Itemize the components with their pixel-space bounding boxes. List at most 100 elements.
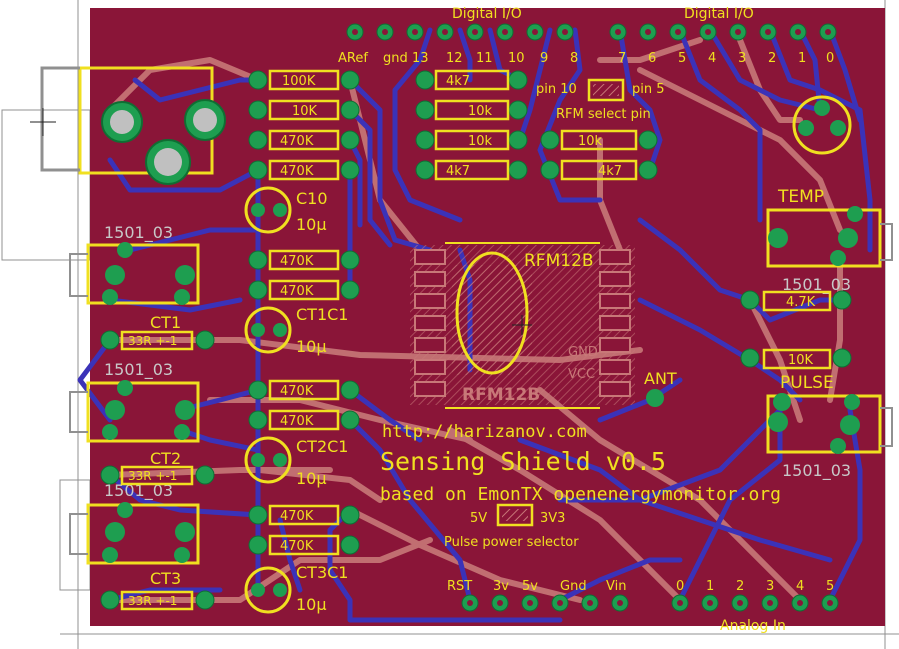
url-text: http://harizanov.com bbox=[382, 422, 587, 442]
res-r1-value: 10k bbox=[578, 134, 603, 149]
analog-in-label: Analog In bbox=[720, 618, 786, 634]
res-m3-value: 10k bbox=[468, 134, 493, 149]
ct3-r2-value: 470K bbox=[280, 539, 314, 554]
digital-io-right-label: Digital I/O bbox=[684, 6, 754, 22]
pin-12-label: 12 bbox=[446, 51, 463, 66]
ct1-label: CT1 bbox=[150, 313, 181, 332]
res-m2-value: 10k bbox=[468, 104, 493, 119]
rfm-gnd-label: GND bbox=[568, 345, 598, 360]
pin-a4-label: 4 bbox=[796, 579, 804, 594]
top-copper-traces bbox=[77, 27, 873, 623]
ct3c1-value: 10µ bbox=[296, 595, 327, 614]
ct2-r1-value: 470K bbox=[280, 384, 314, 399]
pin-1-label: 1 bbox=[798, 51, 806, 66]
res-ac4-value: 470K bbox=[280, 164, 314, 179]
pin-10-label: 10 bbox=[508, 51, 525, 66]
dc-jack bbox=[30, 66, 226, 185]
pulse-label: PULSE bbox=[780, 373, 834, 393]
top-right-pin-labels: 7 6 5 4 3 2 1 0 bbox=[618, 51, 834, 66]
burden-resistors bbox=[100, 330, 215, 611]
ct3-jack-part: 1501_03 bbox=[104, 481, 173, 501]
temp-connector bbox=[766, 206, 893, 268]
c10-name: C10 bbox=[296, 189, 328, 208]
ct2-jack-part: 1501_03 bbox=[104, 360, 173, 380]
ct3c1-name: CT3C1 bbox=[296, 563, 348, 582]
ct-capacitors bbox=[244, 306, 292, 614]
digital-io-left-label: Digital I/O bbox=[452, 6, 522, 22]
pin-a2-label: 2 bbox=[736, 579, 744, 594]
ct1-r2-value: 470K bbox=[280, 284, 314, 299]
pulse-part-label: 1501_03 bbox=[782, 461, 851, 481]
ct3-label: CT3 bbox=[150, 569, 181, 588]
pin-gnd-bottom-label: Gnd bbox=[560, 579, 587, 594]
ant-pad bbox=[646, 389, 664, 407]
ct1c1-name: CT1C1 bbox=[296, 305, 348, 324]
pin-gnd-label: gnd bbox=[383, 51, 408, 66]
ct2-jack bbox=[69, 380, 200, 443]
burden2-value: 33R +-1 bbox=[128, 469, 177, 483]
ct1-jack-part: 1501_03 bbox=[104, 223, 173, 243]
rfm-select-label: RFM select pin bbox=[556, 107, 651, 122]
res-r2-value: 4k7 bbox=[598, 164, 622, 179]
ct3-jack bbox=[69, 502, 200, 565]
pin-a3-label: 3 bbox=[766, 579, 774, 594]
pin-11-label: 11 bbox=[476, 51, 493, 66]
top-left-pin-labels: ARef gnd 13 12 11 10 9 8 bbox=[338, 51, 578, 66]
pulse-power-jumper bbox=[496, 503, 534, 527]
pin-8-label: 8 bbox=[570, 51, 578, 66]
ac-resistor-bank bbox=[248, 69, 360, 181]
rfm-label: RFM12B bbox=[524, 251, 594, 271]
burden3-value: 33R +-1 bbox=[128, 594, 177, 608]
pulse-power-label: Pulse power selector bbox=[444, 535, 579, 550]
pin-rst-label: RST bbox=[447, 579, 472, 594]
burden1-value: 33R +-1 bbox=[128, 334, 177, 348]
pin-a1-label: 1 bbox=[706, 579, 714, 594]
rfm-select-jumper bbox=[587, 78, 625, 102]
rfm12b-module bbox=[410, 242, 635, 409]
pin-vin-label: Vin bbox=[606, 579, 626, 594]
temp-sensor-footprint bbox=[792, 95, 852, 155]
pin-13-label: 13 bbox=[412, 51, 429, 66]
c10-value: 10µ bbox=[296, 215, 327, 234]
pin-aref-label: ARef bbox=[338, 51, 368, 66]
v5-label: 5V bbox=[470, 511, 487, 526]
temp-part-label: 1501_03 bbox=[782, 275, 851, 295]
ct2c1-value: 10µ bbox=[296, 469, 327, 488]
res-m1-value: 4k7 bbox=[446, 74, 470, 89]
c10-capacitor bbox=[244, 186, 292, 234]
ct2-r2-value: 470K bbox=[280, 414, 314, 429]
bottom-power-pin-labels: RST 3v 5v Gnd Vin bbox=[447, 579, 626, 594]
pin-2-label: 2 bbox=[768, 51, 776, 66]
pin-5v-label: 5v bbox=[522, 579, 538, 594]
board-subtitle: based on EmonTX openenergymonitor.org bbox=[380, 484, 781, 505]
v33-label: 3V3 bbox=[540, 511, 565, 526]
right-resistor-pair bbox=[540, 129, 658, 181]
temp-label: TEMP bbox=[777, 187, 824, 207]
ct1-jack bbox=[69, 242, 200, 305]
ct2-label: CT2 bbox=[150, 449, 181, 468]
res-m4-value: 4k7 bbox=[446, 164, 470, 179]
pin10-label: pin 10 bbox=[536, 82, 577, 97]
temp-res-value: 4.7K bbox=[786, 295, 816, 310]
pin-5-label: 5 bbox=[678, 51, 686, 66]
board-title: Sensing Shield v0.5 bbox=[380, 447, 666, 476]
res-ac1-value: 100K bbox=[282, 74, 316, 89]
pulse-res-value: 10K bbox=[788, 353, 814, 368]
pin-a0-label: 0 bbox=[676, 579, 684, 594]
ant-label: ANT bbox=[644, 369, 677, 388]
pin-9-label: 9 bbox=[540, 51, 548, 66]
ct-divider-resistors bbox=[248, 249, 360, 556]
rfm-vcc-label: VCC bbox=[568, 367, 595, 382]
pin-7-label: 7 bbox=[618, 51, 626, 66]
pin-6-label: 6 bbox=[648, 51, 656, 66]
rfm-label-shadow: RFM12B bbox=[462, 385, 540, 405]
ct1-r1-value: 470K bbox=[280, 254, 314, 269]
ct3-r1-value: 470K bbox=[280, 509, 314, 524]
bottom-analog-pin-labels: 0 1 2 3 4 5 bbox=[676, 579, 834, 594]
pin5-label: pin 5 bbox=[632, 82, 665, 97]
mid-resistor-bank bbox=[415, 69, 528, 181]
pin-4-label: 4 bbox=[708, 51, 716, 66]
pin-3v-label: 3v bbox=[493, 579, 509, 594]
res-ac3-value: 470K bbox=[280, 134, 314, 149]
